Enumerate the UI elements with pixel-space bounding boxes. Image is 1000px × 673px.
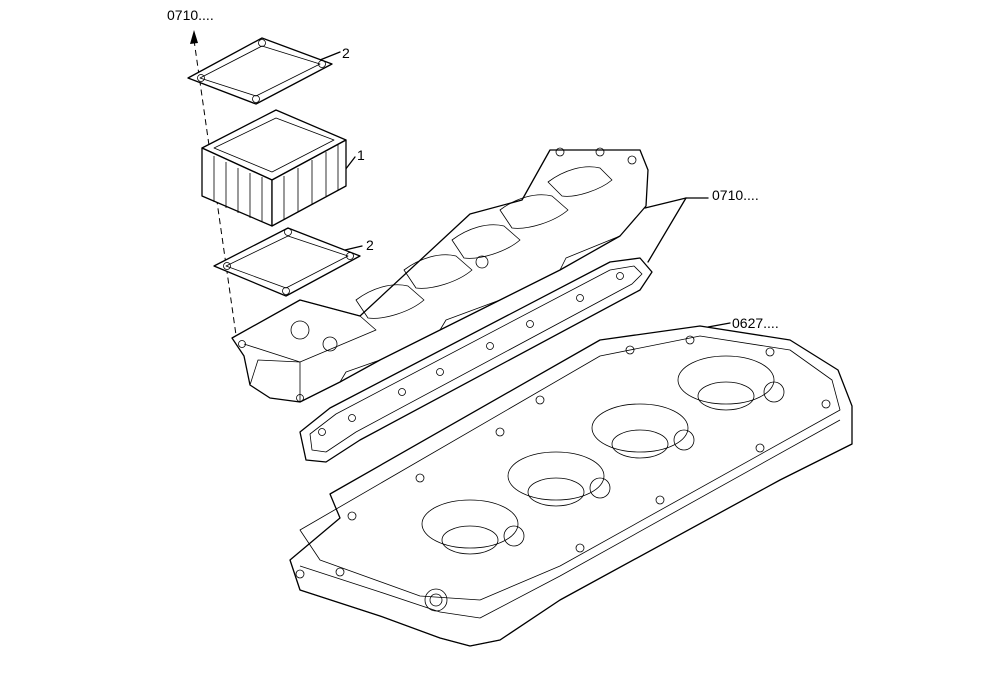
callout-breather-box: 1	[357, 147, 365, 163]
cylinder-head	[289, 325, 853, 647]
rocker-cover	[231, 147, 649, 403]
callout-top-ref: 0710....	[167, 7, 214, 23]
gasket-top	[187, 37, 333, 105]
callout-gasket-lower: 2	[366, 237, 374, 253]
callout-gasket-top: 2	[342, 45, 350, 61]
gasket-lower	[213, 227, 361, 297]
callout-head-ref: 0627....	[732, 315, 779, 331]
leader-lines	[190, 30, 731, 336]
cover-gasket	[299, 257, 653, 463]
breather-box	[201, 109, 347, 227]
callout-cover-ref: 0710....	[712, 187, 759, 203]
